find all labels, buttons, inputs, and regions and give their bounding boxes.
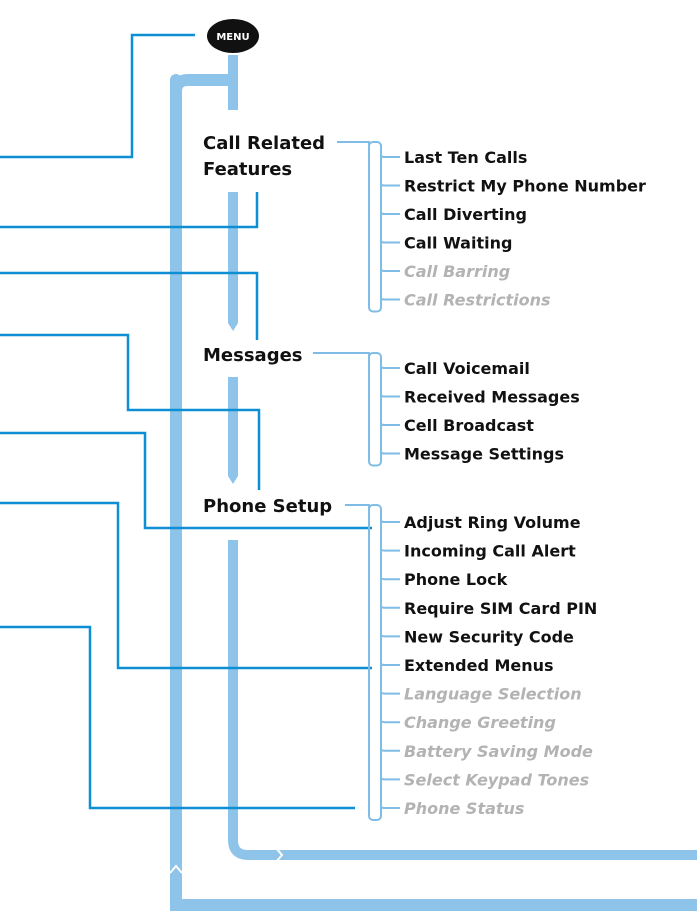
menu-item[interactable]: Require SIM Card PIN xyxy=(380,599,597,618)
menu-item-label: Call Restrictions xyxy=(404,291,551,310)
flow-arrows xyxy=(228,194,238,550)
menu-item[interactable]: Incoming Call Alert xyxy=(380,542,576,561)
menu-item-label: Cell Broadcast xyxy=(404,416,534,435)
item-connector xyxy=(380,234,400,244)
menu-item-label: Phone Status xyxy=(404,799,524,818)
item-connector xyxy=(380,628,400,638)
menu-item-label: Call Voicemail xyxy=(404,359,530,378)
item-connector xyxy=(380,542,400,552)
connector-lines xyxy=(0,33,372,810)
category-phone-setup[interactable]: Phone Setup xyxy=(203,496,332,517)
menu-item[interactable]: New Security Code xyxy=(380,627,574,646)
menu-item[interactable]: Message Settings xyxy=(380,445,564,464)
menu-item-label: Adjust Ring Volume xyxy=(404,513,581,532)
category-leader-line xyxy=(337,141,370,146)
item-connector xyxy=(380,599,400,609)
menu-button-shape[interactable] xyxy=(207,19,259,53)
item-connector xyxy=(380,800,400,809)
menu-button[interactable]: MENU xyxy=(207,19,259,53)
item-connector xyxy=(380,291,400,301)
item-connector xyxy=(380,742,400,752)
menu-item-label: Call Barring xyxy=(404,262,510,281)
menu-item[interactable]: Battery Saving Mode xyxy=(380,742,593,761)
menu-item[interactable]: Call Barring xyxy=(380,262,510,281)
menu-item[interactable]: Last Ten Calls xyxy=(380,148,527,167)
menu-item-label: Battery Saving Mode xyxy=(404,742,593,761)
menu-item[interactable]: Restrict My Phone Number xyxy=(380,177,646,196)
menu-item-label: Received Messages xyxy=(404,388,580,407)
menu-item[interactable]: Extended Menus xyxy=(380,656,554,675)
item-connector xyxy=(380,514,400,523)
item-connector xyxy=(380,206,400,215)
menu-item[interactable]: Received Messages xyxy=(380,388,580,407)
menu-item[interactable]: Adjust Ring Volume xyxy=(380,513,581,532)
menu-item-label: New Security Code xyxy=(404,627,574,646)
flow-chevrons xyxy=(169,847,284,874)
menu-item[interactable]: Phone Lock xyxy=(380,570,508,589)
item-connector xyxy=(380,771,400,781)
menu-item[interactable]: Call Voicemail xyxy=(380,359,530,378)
menu-item[interactable]: Language Selection xyxy=(380,685,582,704)
category-label-line-1: Call Related xyxy=(203,133,325,154)
menu-item[interactable]: Call Restrictions xyxy=(380,291,551,310)
item-connector xyxy=(380,714,400,724)
submenu-bracket xyxy=(368,504,382,821)
category-label: Phone Setup xyxy=(203,496,332,517)
category-leader-line xyxy=(345,504,370,509)
outer-return-track xyxy=(170,74,697,911)
item-connector xyxy=(380,417,400,426)
category-call-related-features[interactable]: Call Related Features xyxy=(203,133,325,180)
item-connector xyxy=(380,445,400,455)
item-connector xyxy=(380,149,400,158)
item-connector xyxy=(380,263,400,272)
menu-item-label: Restrict My Phone Number xyxy=(404,177,646,196)
category-label: Messages xyxy=(203,345,303,366)
menu-item-label: Call Waiting xyxy=(404,234,512,253)
category-label-line-2: Features xyxy=(203,159,292,180)
menu-item[interactable]: Cell Broadcast xyxy=(380,416,534,435)
menu-item[interactable]: Call Diverting xyxy=(380,205,527,224)
item-connector xyxy=(380,388,400,398)
menu-item-label: Require SIM Card PIN xyxy=(404,599,597,618)
menu-item[interactable]: Change Greeting xyxy=(380,713,556,732)
submenu-bracket xyxy=(368,352,382,467)
menu-item-label: Phone Lock xyxy=(404,570,508,589)
menu-item[interactable]: Select Keypad Tones xyxy=(380,770,589,789)
submenu-bracket xyxy=(368,141,382,313)
item-connector xyxy=(380,360,400,369)
menu-item-label: Message Settings xyxy=(404,445,564,464)
category-messages[interactable]: Messages xyxy=(203,345,303,366)
item-connector xyxy=(380,177,400,187)
menu-item-label: Change Greeting xyxy=(404,713,556,732)
menu-item-label: Extended Menus xyxy=(404,656,554,675)
menu-item-label: Language Selection xyxy=(404,685,582,704)
item-connector xyxy=(380,571,400,581)
category-leader-line xyxy=(313,352,370,357)
inner-flow-track xyxy=(228,55,697,860)
menu-item-label: Last Ten Calls xyxy=(404,148,527,167)
menu-item-label: Call Diverting xyxy=(404,205,527,224)
menu-item-label: Select Keypad Tones xyxy=(404,770,589,789)
menu-item-label: Incoming Call Alert xyxy=(404,542,576,561)
item-connector xyxy=(380,685,400,695)
menu-item[interactable]: Call Waiting xyxy=(380,234,512,253)
top-return-track xyxy=(170,74,233,93)
item-connector xyxy=(380,657,400,666)
menu-button-label: MENU xyxy=(216,32,249,43)
menu-item[interactable]: Phone Status xyxy=(380,799,524,818)
